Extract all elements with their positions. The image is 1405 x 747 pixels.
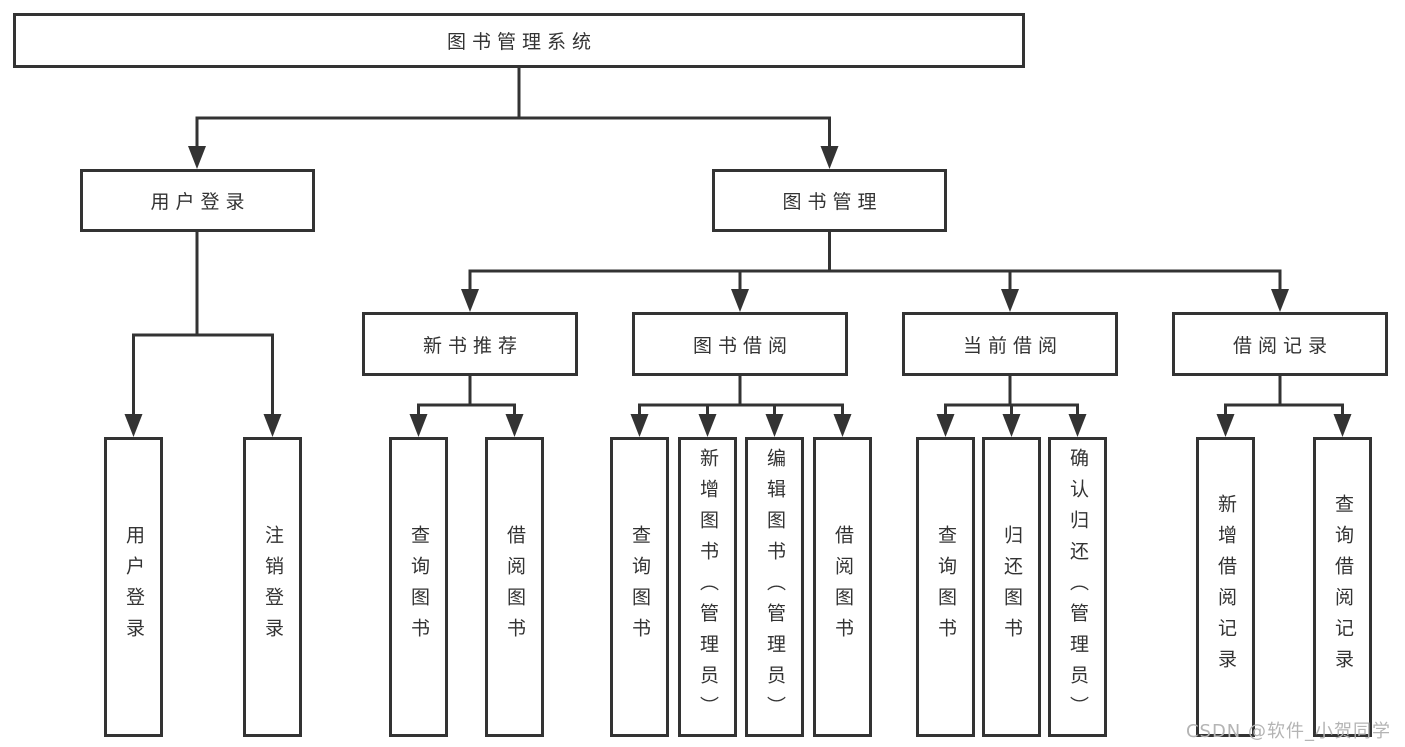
leaf-add-books-admin: 新增图书（管理员） [678, 437, 737, 737]
node-label: 查询图书 [935, 525, 957, 649]
connector-new-book-recommend-group [409, 376, 524, 437]
node-label: 借阅图书 [504, 525, 526, 649]
leaf-query-books-recommend: 查询图书 [389, 437, 448, 737]
node-label: 用户登录 [123, 525, 145, 649]
node-label: 新增图书（管理员） [697, 447, 719, 727]
node-new-book-recommend: 新书推荐 [362, 312, 578, 376]
connector-root-to-level2 [188, 68, 839, 169]
connector-borrow-records-group [1216, 376, 1352, 437]
leaf-add-borrow-record: 新增借阅记录 [1196, 437, 1255, 737]
leaf-return-books: 归还图书 [982, 437, 1041, 737]
node-borrow-records: 借阅记录 [1172, 312, 1388, 376]
leaf-confirm-return-admin: 确认归还（管理员） [1048, 437, 1107, 737]
connector-book-borrow-group [630, 376, 852, 437]
node-book-borrow: 图书借阅 [632, 312, 848, 376]
watermark-csdn: CSDN @软件_小贺同学 [1185, 721, 1391, 742]
leaf-logout-login: 注销登录 [243, 437, 302, 737]
node-label: 归还图书 [1001, 525, 1023, 649]
leaf-borrow-books-recommend: 借阅图书 [485, 437, 544, 737]
leaf-query-books-borrow: 查询图书 [610, 437, 669, 737]
node-label: 借阅图书 [832, 525, 854, 649]
connector-user-login-group [124, 232, 282, 437]
node-label: 编辑图书（管理员） [764, 447, 786, 727]
node-user-login: 用户登录 [80, 169, 315, 232]
leaf-borrow-books-borrow: 借阅图书 [813, 437, 872, 737]
node-label: 查询借阅记录 [1332, 494, 1354, 680]
node-library-management-system: 图书管理系统 [13, 13, 1025, 68]
connector-current-borrow-group [936, 376, 1087, 437]
leaf-query-books-current: 查询图书 [916, 437, 975, 737]
connector-book-management-to-level3 [461, 232, 1289, 312]
node-book-management: 图书管理 [712, 169, 947, 232]
node-label: 新增借阅记录 [1215, 494, 1237, 680]
node-label: 查询图书 [629, 525, 651, 649]
node-label: 查询图书 [408, 525, 430, 649]
leaf-query-borrow-record: 查询借阅记录 [1313, 437, 1372, 737]
node-current-borrow: 当前借阅 [902, 312, 1118, 376]
leaf-user-login: 用户登录 [104, 437, 163, 737]
node-label: 确认归还（管理员） [1067, 447, 1089, 727]
node-label: 注销登录 [262, 525, 284, 649]
leaf-edit-books-admin: 编辑图书（管理员） [745, 437, 804, 737]
